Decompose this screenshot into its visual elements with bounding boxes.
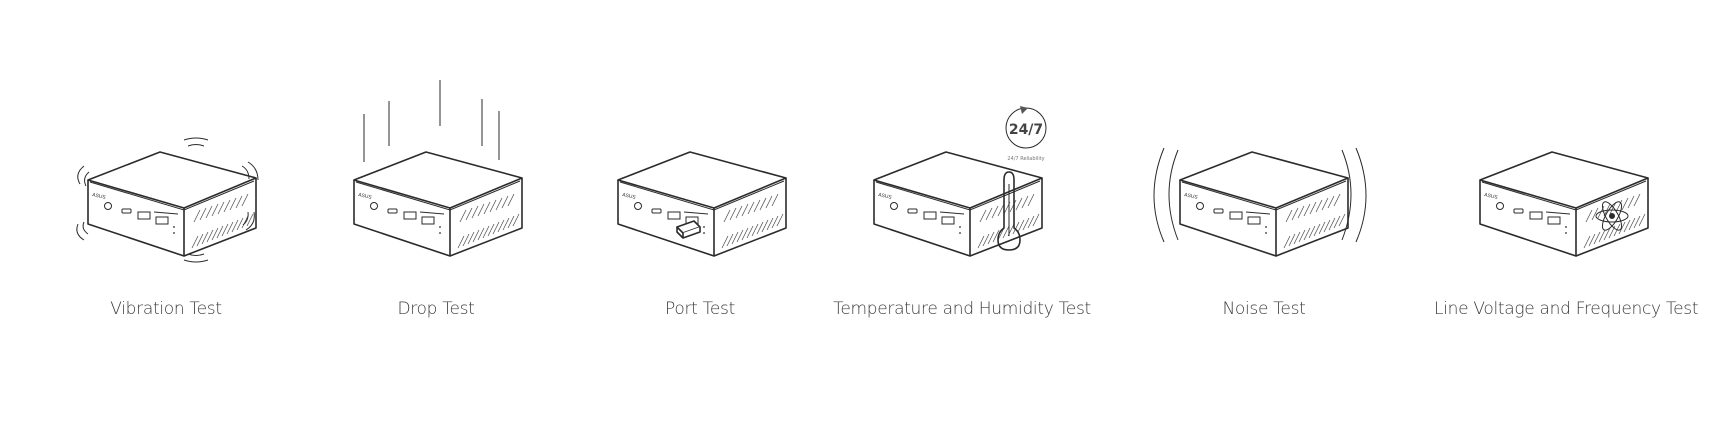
- badge-main-text: 24/7: [1009, 122, 1043, 138]
- badge-sub-text: 24/7 Reliability: [1007, 156, 1044, 162]
- usb-plug-icon: [617, 151, 787, 257]
- test-label: Line Voltage and Frequency Test: [1434, 299, 1699, 319]
- test-item-temperature-humidity: 24/7 24/7 Reliability Temperature and Hu…: [832, 0, 1092, 424]
- test-item-noise: Noise Test: [1134, 0, 1394, 424]
- test-item-port: Port Test: [570, 0, 830, 424]
- reliability-badge: 24/7 24/7 Reliability: [1005, 106, 1047, 162]
- test-label: Drop Test: [397, 299, 475, 319]
- sound-waves-icon: [1153, 147, 1367, 257]
- atom-icon: [1479, 151, 1649, 257]
- test-label: Temperature and Humidity Test: [833, 299, 1091, 319]
- test-label: Vibration Test: [110, 299, 222, 319]
- test-item-vibration: Vibration Test: [36, 0, 296, 424]
- test-item-voltage-frequency: Line Voltage and Frequency Test: [1434, 0, 1699, 424]
- test-label: Port Test: [665, 299, 735, 319]
- thermometer-icon: 24/7 24/7 Reliability: [873, 106, 1047, 257]
- vibration-icon: [76, 137, 259, 263]
- test-label: Noise Test: [1222, 299, 1306, 319]
- test-item-drop: Drop Test: [306, 0, 566, 424]
- drop-icon: [353, 80, 523, 257]
